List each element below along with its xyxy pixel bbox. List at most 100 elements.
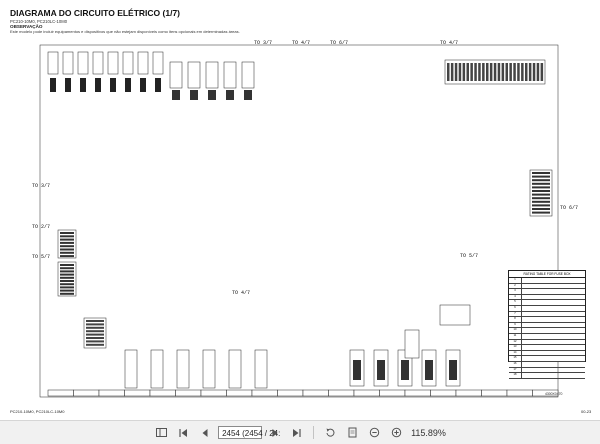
sidebar-toggle-button[interactable] xyxy=(153,425,169,441)
component-block xyxy=(60,245,74,248)
cross-ref-label: TO 4/7 xyxy=(440,40,459,46)
component-block xyxy=(50,78,56,92)
cross-ref-label: TO 5/7 xyxy=(460,253,479,259)
component-block xyxy=(525,63,528,81)
fuse-table-cell xyxy=(522,323,524,328)
fuse-table-row: 9 xyxy=(509,322,585,329)
component-block xyxy=(254,349,268,389)
component-block xyxy=(517,63,520,81)
component-block xyxy=(489,63,493,81)
component-block xyxy=(149,389,176,397)
component-block xyxy=(532,179,550,182)
zoom-out-icon xyxy=(369,427,379,438)
component-block xyxy=(470,63,473,81)
component-block xyxy=(124,389,151,397)
fuse-table-row: 18 xyxy=(509,373,585,379)
component-block xyxy=(60,232,74,234)
component-block xyxy=(125,78,131,92)
component-block xyxy=(532,63,536,81)
fuse-table-number: 7 xyxy=(509,311,522,317)
component-block xyxy=(404,329,420,359)
component-block xyxy=(122,51,134,75)
zoom-level[interactable]: 115.89% xyxy=(411,427,446,438)
fuse-table-row: 16 xyxy=(509,361,585,368)
component-block xyxy=(226,389,253,397)
component-block xyxy=(353,360,361,380)
fuse-table-number: 13 xyxy=(509,345,522,350)
zoom-in-button[interactable] xyxy=(388,425,404,441)
fuse-table-number: 10 xyxy=(509,328,522,333)
component-block xyxy=(83,317,107,349)
component-block xyxy=(47,389,74,397)
fuse-table-row: 8 xyxy=(509,317,585,323)
fuse-table-row: 11 xyxy=(509,333,585,340)
component-block xyxy=(86,343,104,346)
component-block xyxy=(328,389,355,397)
component-block xyxy=(187,61,201,89)
component-block xyxy=(478,63,481,81)
component-block xyxy=(86,330,104,333)
cross-ref-label: TO 3/7 xyxy=(254,40,273,46)
fuse-table-title: RATING TABLE FOR FUSE BOX xyxy=(509,271,585,278)
component-block xyxy=(60,238,74,241)
component-block xyxy=(152,51,164,75)
component-block xyxy=(190,90,198,100)
fuse-table-row: 2 xyxy=(509,283,585,290)
fuse-table-row: 3 xyxy=(509,289,585,295)
fuse-table-row: 17 xyxy=(509,367,585,374)
zoom-out-button[interactable] xyxy=(366,425,382,441)
fuse-table-number: 12 xyxy=(509,339,522,345)
rotate-button[interactable] xyxy=(322,425,338,441)
fuse-table-number: 9 xyxy=(509,322,522,328)
fuse-table-row: 12 xyxy=(509,339,585,346)
component-block xyxy=(98,389,125,397)
next-page-button[interactable] xyxy=(267,425,283,441)
component-block xyxy=(73,389,100,397)
fuse-table-row: 1 xyxy=(509,278,585,284)
component-block xyxy=(401,360,409,380)
component-block xyxy=(532,200,550,203)
component-block xyxy=(137,51,149,75)
component-block xyxy=(449,360,457,380)
component-block xyxy=(60,283,74,286)
fit-page-icon xyxy=(348,427,357,438)
component-block xyxy=(450,63,454,81)
component-block xyxy=(226,90,234,100)
component-block xyxy=(60,235,74,238)
last-page-button[interactable] xyxy=(289,425,305,441)
component-block xyxy=(140,78,146,92)
component-block xyxy=(251,389,278,397)
component-block xyxy=(497,63,501,81)
fuse-table-cell xyxy=(522,356,524,361)
component-block xyxy=(202,349,216,389)
page-footer-left: PC210-10M0, PC210LC-10M0 xyxy=(10,409,65,414)
next-page-icon xyxy=(272,428,278,437)
fuse-table-number: 18 xyxy=(509,373,522,378)
first-page-button[interactable] xyxy=(175,425,191,441)
cross-ref-label: TO 2/7 xyxy=(32,224,51,230)
fuse-table-cell xyxy=(522,362,524,367)
component-block xyxy=(482,63,485,81)
component-block xyxy=(205,61,219,89)
component-block xyxy=(493,63,497,81)
component-block xyxy=(532,389,559,397)
fuse-table-row: 13 xyxy=(509,345,585,351)
prev-page-button[interactable] xyxy=(197,425,213,441)
component-block xyxy=(92,51,104,75)
page-number-input[interactable]: 2454 (2454 / 24: xyxy=(218,426,280,439)
component-block xyxy=(150,349,164,389)
pdf-toolbar: 2454 (2454 / 24: 115.89% xyxy=(0,420,600,444)
component-block xyxy=(302,389,329,397)
component-block xyxy=(62,51,74,75)
component-block xyxy=(241,61,255,89)
first-page-icon xyxy=(179,428,188,437)
component-block xyxy=(60,270,74,273)
fuse-table-cell xyxy=(522,317,524,322)
fuse-table-cell xyxy=(522,306,524,311)
fit-page-button[interactable] xyxy=(344,425,360,441)
component-block xyxy=(60,273,74,276)
drawing-number: 4300X0470 xyxy=(545,392,563,396)
component-block xyxy=(110,78,116,92)
model-line: PC210-10M0, PC210LC-10M0 xyxy=(10,19,68,24)
